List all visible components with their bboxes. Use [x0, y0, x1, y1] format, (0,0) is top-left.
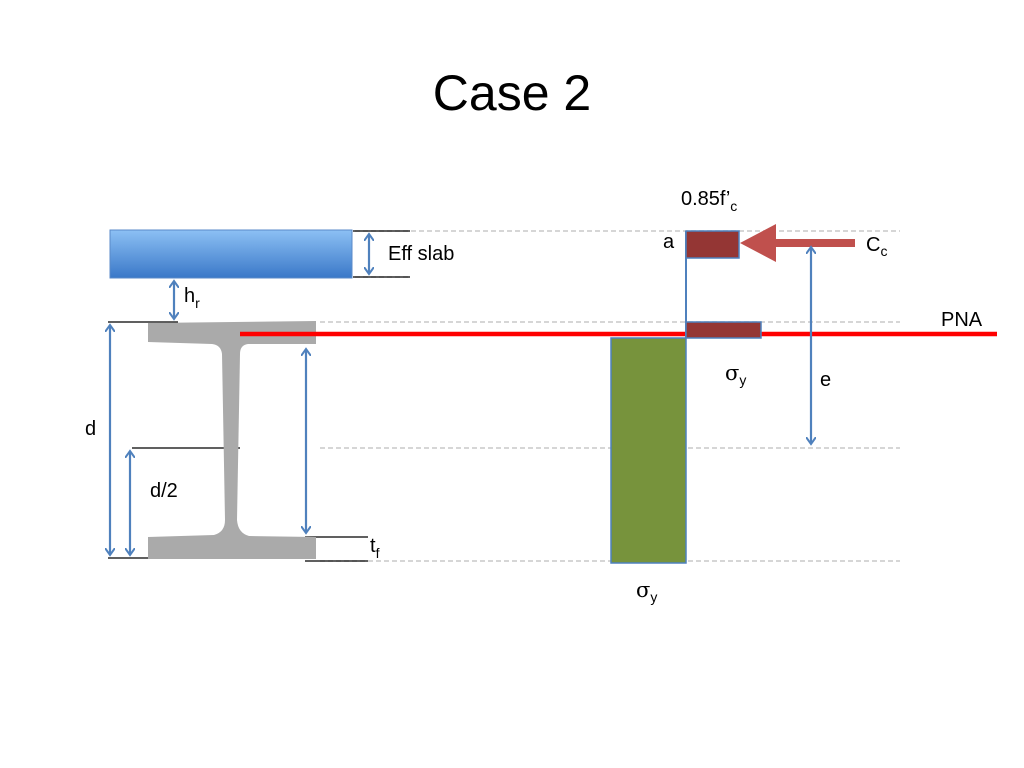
tf-label: tf: [370, 535, 380, 561]
steel-tension-block: [610, 337, 687, 564]
a-label: a: [663, 231, 675, 253]
slide-title: Case 2: [432, 65, 592, 121]
effective-slab: [109, 229, 353, 279]
hr-label: hr: [184, 285, 200, 311]
e-label: e: [820, 369, 831, 391]
reference-lines: [320, 230, 900, 562]
steel-i-section: [148, 321, 316, 559]
flange-stress-block: [685, 321, 762, 339]
compression-force-arrow: [740, 224, 855, 262]
sigma-y-label-lower: σy: [636, 578, 657, 605]
tick-lines: [108, 230, 410, 562]
pna-label: PNA: [941, 309, 983, 331]
concrete-stress-label: 0.85f’c: [681, 188, 737, 214]
eff-slab-label: Eff slab: [388, 243, 454, 265]
cc-label: Cc: [866, 234, 887, 259]
d-half-label: d/2: [150, 480, 178, 502]
concrete-stress-block: [685, 230, 740, 259]
sigma-y-label-upper: σy: [725, 361, 746, 388]
d-label: d: [85, 418, 96, 440]
